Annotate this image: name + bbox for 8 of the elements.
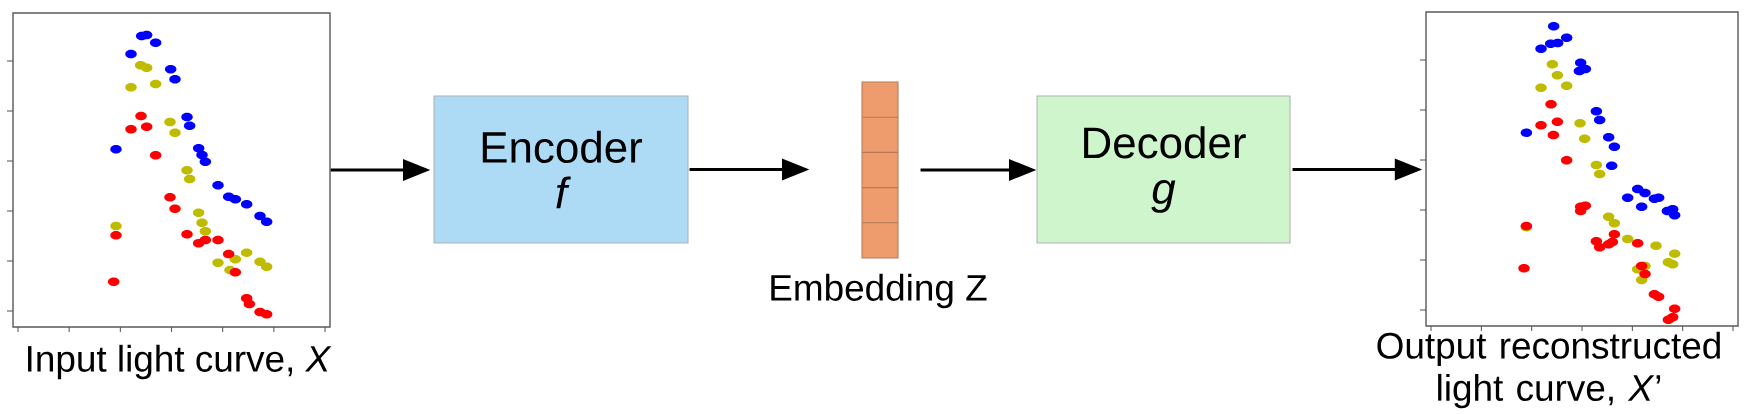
node-label: Input light curve, X xyxy=(28,344,332,380)
process-box: Decoder g xyxy=(1036,95,1291,244)
scatter-plot xyxy=(12,12,331,328)
node-label: Output reconstructed light curve, X’ xyxy=(1377,331,1720,409)
scatter-plot xyxy=(1425,11,1739,327)
process-box: Encoder f xyxy=(433,95,689,244)
node-label: Embedding Z xyxy=(771,273,987,309)
embedding-bar xyxy=(861,81,899,259)
